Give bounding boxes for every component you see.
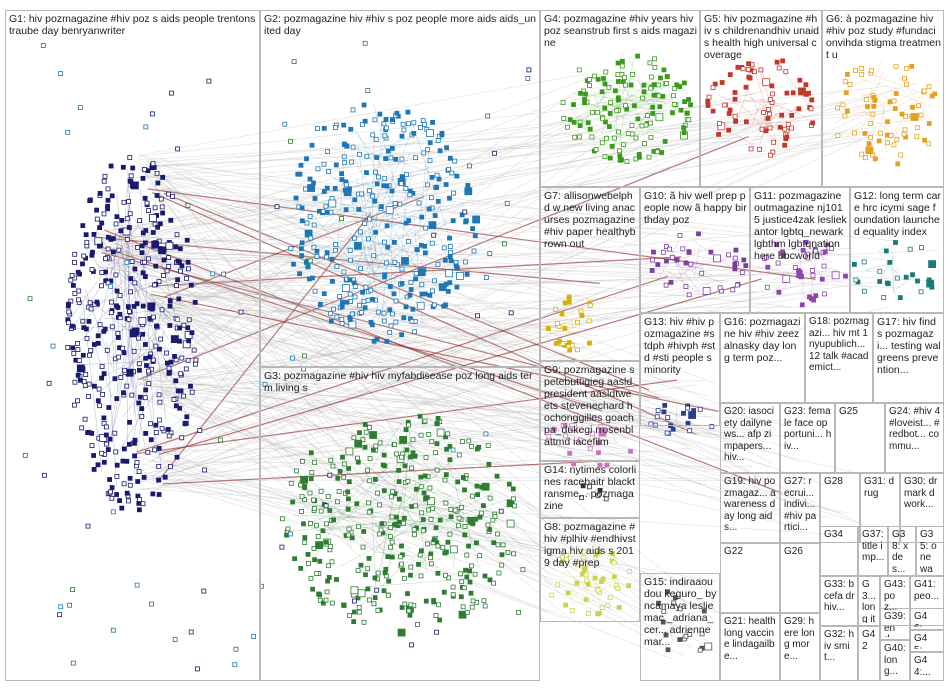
group-box-g34: G34 (820, 526, 858, 576)
group-label-g37: G37: title imp... (862, 529, 885, 573)
group-box-g26: G26 (780, 543, 820, 613)
group-box-g24: G24: #hiv 4 #loveist... #redbot... commu… (885, 403, 944, 473)
group-label-g13: G13: hiv #hiv pozmagazine #stdph #hivph … (644, 316, 717, 423)
group-box-g20: G20: iasociety dailynews... afp zimpaper… (720, 403, 780, 473)
group-box-g1: G1: hiv pozmagazine #hiv poz s aids peop… (5, 10, 260, 681)
group-box-g42: G42 (858, 626, 880, 681)
node-g13[interactable] (671, 427, 675, 431)
group-label-g40: G40: long... (884, 643, 907, 678)
node-g13[interactable] (688, 429, 692, 433)
group-box-g33: G33: bcefa dr hiv... (820, 576, 858, 626)
group-box-g13: G13: hiv #hiv pozmagazine #stdph #hivph … (640, 313, 720, 426)
group-label-g4: G4: pozmagazine #hiv years hiv poz seans… (544, 13, 697, 184)
group-label-g32: G32: hiv smit... (824, 629, 855, 678)
group-label-g3: G3: pozmagazine #hiv hiv myfabdisease po… (264, 370, 537, 678)
group-box-g18: G18: pozmagazi... hiv mt 1 nyupublich...… (805, 313, 873, 403)
group-label-g16: G16: pozmagazine hiv #hiv zeezalnasky da… (724, 316, 802, 400)
group-box-g19: G19: hiv pozmagaz... awareness day long … (720, 473, 780, 543)
group-label-g19: G19: hiv pozmagaz... awareness day long … (724, 476, 777, 540)
group-box-g5: G5: hiv pozmagazine #hiv s childrenandhi… (700, 10, 822, 187)
group-box-g17: G17: hiv find s pozmagazi... testing wal… (873, 313, 944, 403)
group-label-g1: G1: hiv pozmagazine #hiv poz s aids peop… (9, 13, 257, 678)
group-label-g29: G29: here long more... (784, 616, 817, 678)
group-label-g46: G46:... (914, 611, 941, 627)
group-label-g43: G43: poz... (884, 579, 907, 623)
group-label-g18: G18: pozmagazi... hiv mt 1 nyupublich...… (809, 316, 870, 400)
group-box-g32: G32: hiv smit... (820, 626, 858, 681)
group-label-g7: G7: allisonwebelphd w new living anacurs… (544, 190, 637, 358)
group-label-g42: G42 (862, 629, 877, 678)
group-box-g16: G16: pozmagazine hiv #hiv zeezalnasky da… (720, 313, 805, 403)
group-label-g27: G27: recrui... indivi... #hiv partici... (784, 476, 817, 540)
group-box-g40: G40: long... (880, 640, 910, 681)
group-box-g8: G8: pozmagazine #hiv #plhiv #endhivstigm… (540, 518, 640, 622)
group-box-g3: G3: pozmagazine #hiv hiv myfabdisease po… (260, 367, 540, 681)
group-label-g11: G11: pozmagazine outmagazine nj1015 just… (754, 190, 847, 310)
group-label-g36: G3... long ita s hiv... (862, 579, 877, 623)
group-label-g15: G15: indiraaoudou keguro_ byncamaya lesl… (644, 576, 717, 678)
group-label-g24: G24: #hiv 4 #loveist... #redbot... commu… (889, 406, 941, 470)
group-label-g22: G22 (724, 546, 777, 610)
group-box-g35: G35: one way... (916, 526, 944, 576)
group-box-g45: G45:... (910, 630, 944, 652)
group-label-g38: G38: x des... wor... (892, 529, 913, 573)
group-label-g44: G44:... (914, 655, 941, 678)
group-box-g46: G46:... (910, 608, 944, 630)
group-box-g27: G27: recrui... indivi... #hiv partici... (780, 473, 820, 543)
group-label-g20: G20: iasociety dailynews... afp zimpaper… (724, 406, 777, 470)
group-box-g38: G38: x des... wor... (888, 526, 916, 576)
group-box-g14: G14: nytimes colorlines racebaitr blackt… (540, 461, 640, 518)
group-box-g12: G12: long term care hrc icymi sage found… (850, 187, 944, 313)
group-label-g5: G5: hiv pozmagazine #hiv s childrenandhi… (704, 13, 819, 184)
group-box-g2: G2: pozmagazine hiv #hiv s poz people mo… (260, 10, 540, 367)
group-label-g8: G8: pozmagazine #hiv #plhiv #endhivstigm… (544, 521, 637, 619)
group-label-g12: G12: long term care hrc icymi sage found… (854, 190, 941, 310)
group-label-g45: G45:... (914, 633, 941, 649)
group-label-g34: G34 (824, 529, 855, 573)
group-box-g36: G3... long ita s hiv... (858, 576, 880, 626)
group-box-g7: G7: allisonwebelphd w new living anacurs… (540, 187, 640, 361)
group-box-g44: G44:... (910, 652, 944, 681)
group-box-g21: G21: health long vaccine lindagailbe... (720, 613, 780, 681)
node-g13[interactable] (665, 431, 669, 435)
group-box-g4: G4: pozmagazine #hiv years hiv poz seans… (540, 10, 700, 187)
group-label-g25: G25 (839, 406, 882, 470)
group-box-g25: G25 (835, 403, 885, 473)
group-label-g17: G17: hiv find s pozmagazi... testing wal… (877, 316, 941, 400)
group-label-g35: G35: one way... (920, 529, 941, 573)
group-label-g6: G6: à pozmagazine hiv #hiv poz study #fu… (826, 13, 941, 184)
group-label-g10: G10: ã hiv well prep people now ã happy … (644, 190, 747, 310)
group-label-g26: G26 (784, 546, 817, 610)
group-box-g29: G29: here long more... (780, 613, 820, 681)
group-box-g11: G11: pozmagazine outmagazine nj1015 just… (750, 187, 850, 313)
group-label-g21: G21: health long vaccine lindagailbe... (724, 616, 777, 678)
group-label-g9: G9: pozmagazine s petebuttigieg aasldpre… (544, 364, 637, 458)
group-box-g22: G22 (720, 543, 780, 613)
group-label-g23: G23: female face opportuni... hiv... (784, 406, 832, 470)
group-box-g9: G9: pozmagazine s petebuttigieg aasldpre… (540, 361, 640, 461)
group-box-g37: G37: title imp... (858, 526, 888, 576)
group-label-g14: G14: nytimes colorlines racebaitr blackt… (544, 464, 637, 515)
group-box-g23: G23: female face opportuni... hiv... (780, 403, 835, 473)
group-box-g43: G43: poz... (880, 576, 910, 626)
group-label-g2: G2: pozmagazine hiv #hiv s poz people mo… (264, 13, 537, 364)
group-label-g33: G33: bcefa dr hiv... (824, 579, 855, 623)
group-box-g6: G6: à pozmagazine hiv #hiv poz study #fu… (822, 10, 944, 187)
group-box-g15: G15: indiraaoudou keguro_ byncamaya lesl… (640, 573, 720, 681)
group-box-g10: G10: ã hiv well prep people now ã happy … (640, 187, 750, 313)
